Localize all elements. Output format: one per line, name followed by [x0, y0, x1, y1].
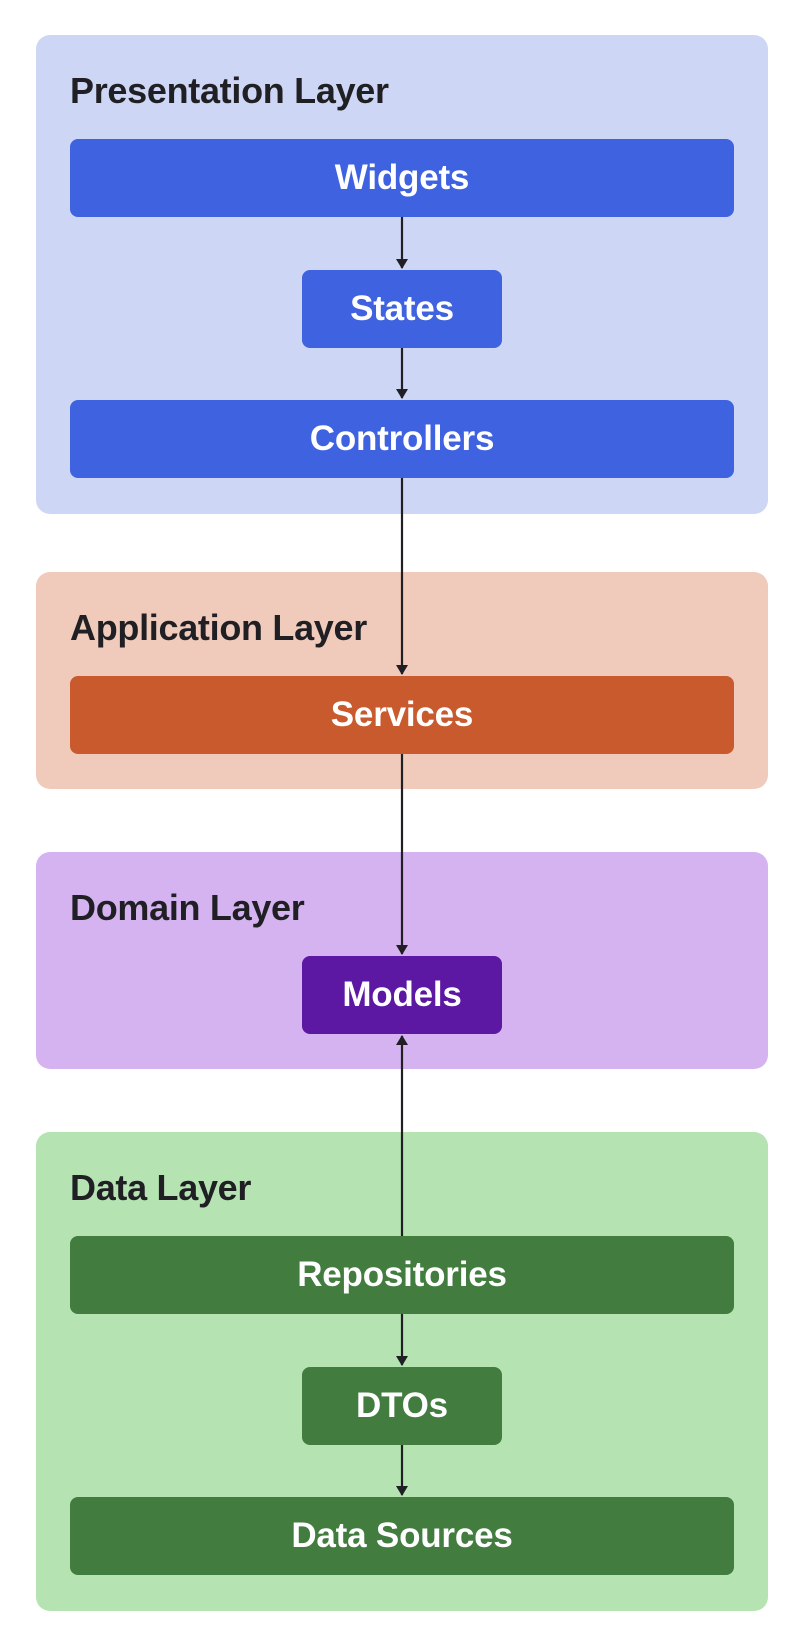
dtos-box: DTOs [302, 1367, 502, 1445]
models-box: Models [302, 956, 502, 1034]
presentation-layer-title: Presentation Layer [70, 70, 389, 111]
controllers-box: Controllers [70, 400, 734, 478]
data-layer-title: Data Layer [70, 1167, 252, 1208]
states-box: States [302, 270, 502, 348]
repositories-box: Repositories [70, 1236, 734, 1314]
data-sources-box: Data Sources [70, 1497, 734, 1575]
domain-layer-title: Domain Layer [70, 887, 305, 928]
services-box: Services [70, 676, 734, 754]
application-layer-title: Application Layer [70, 607, 367, 648]
widgets-box: Widgets [70, 139, 734, 217]
